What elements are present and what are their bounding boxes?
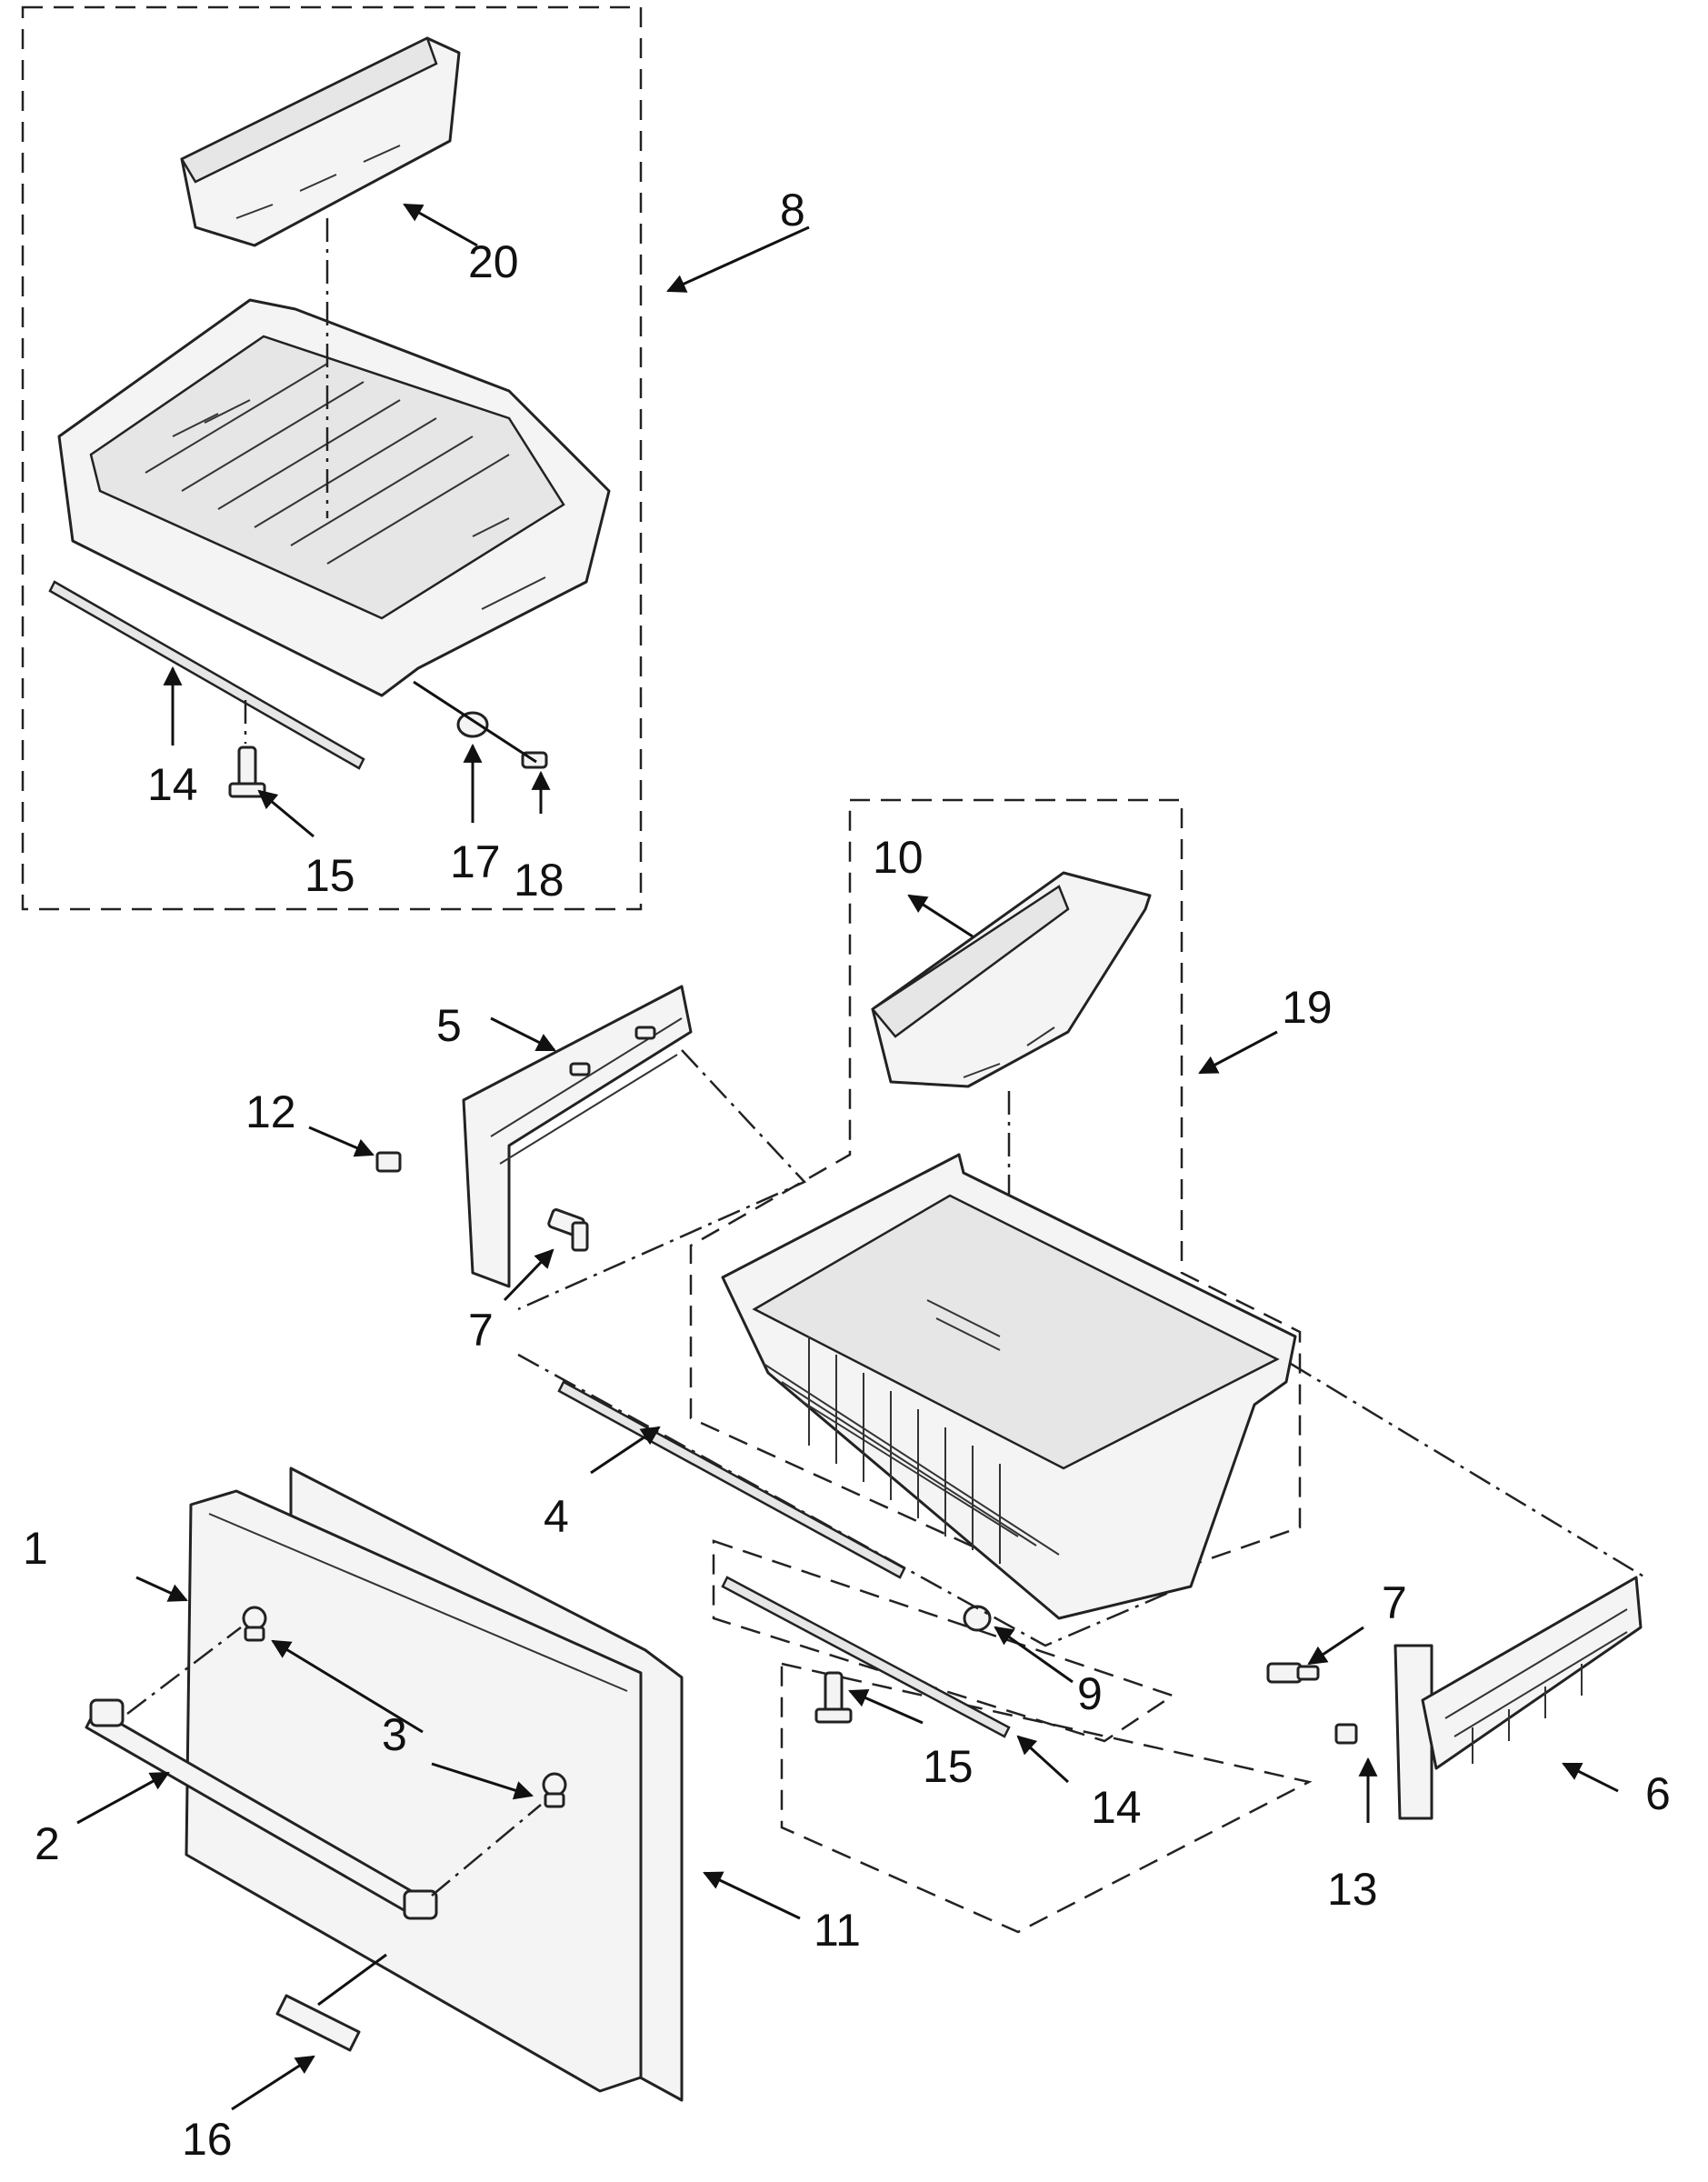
part-14-trim-strip-upper: [48, 580, 365, 770]
part-15-screw-lower: [814, 1671, 853, 1724]
callout-11: 11: [814, 1905, 861, 1956]
part-7-screw-right: [1266, 1662, 1320, 1684]
callout-19: 19: [1282, 982, 1333, 1033]
leader-arrows: [76, 203, 1619, 2111]
callout-1: 1: [23, 1523, 48, 1574]
part-6-right-slide-rail: [1393, 1576, 1643, 1820]
part-15-screw-upper: [228, 746, 266, 798]
callout-14-lower: 14: [1091, 1782, 1142, 1833]
lower-trim-boundary-b: [780, 1662, 1313, 1934]
callout-18: 18: [514, 855, 564, 906]
callout-10: 10: [873, 832, 924, 883]
callout-15-upper: 15: [305, 850, 355, 901]
part-12-clip: [375, 1151, 402, 1173]
callout-7-right: 7: [1382, 1577, 1407, 1628]
callout-13: 13: [1327, 1864, 1378, 1915]
part-3-screw-right: [542, 1772, 567, 1808]
callout-20: 20: [468, 236, 519, 287]
part-9-roller: [963, 1605, 992, 1632]
callout-4: 4: [544, 1491, 569, 1542]
part-10-crisper-small-bin: [871, 871, 1152, 1088]
assembly-19-group: [689, 798, 1302, 1632]
part-13-clip: [1334, 1723, 1358, 1745]
part-1-drawer-front: [185, 1466, 684, 2102]
part-2-handle: [85, 1698, 438, 1920]
callout-labels: 8 20 14 15 17 18 10 19 5 12 7 4 9 15 14 …: [23, 185, 1671, 2165]
callout-12: 12: [245, 1086, 296, 1137]
callout-6: 6: [1645, 1768, 1671, 1819]
callout-14-upper: 14: [147, 759, 198, 810]
part-7-screw-left: [547, 1208, 589, 1252]
part-17-washer: [456, 711, 489, 738]
part-20-upper-bin: [180, 36, 461, 247]
part-14-trim-strip-lower: [721, 1576, 1011, 1738]
assembly-8-boundary: [21, 5, 643, 911]
callout-3: 3: [382, 1709, 407, 1760]
lower-trim-subgroup: [712, 1539, 1313, 1934]
callout-7-left: 7: [468, 1305, 494, 1356]
part-16-badge: [275, 1994, 361, 2052]
crisper-drawer: [721, 1153, 1297, 1620]
callout-16: 16: [182, 2114, 233, 2165]
callout-8: 8: [780, 185, 805, 235]
part-3-screw-left: [242, 1606, 267, 1642]
callout-17: 17: [450, 836, 501, 887]
callout-15-lower: 15: [923, 1741, 974, 1792]
callout-2: 2: [35, 1818, 60, 1869]
callout-9: 9: [1077, 1668, 1103, 1719]
assembly-8-group: [21, 5, 643, 911]
part-5-left-slide-rail: [462, 985, 693, 1288]
callout-5: 5: [436, 1000, 462, 1051]
